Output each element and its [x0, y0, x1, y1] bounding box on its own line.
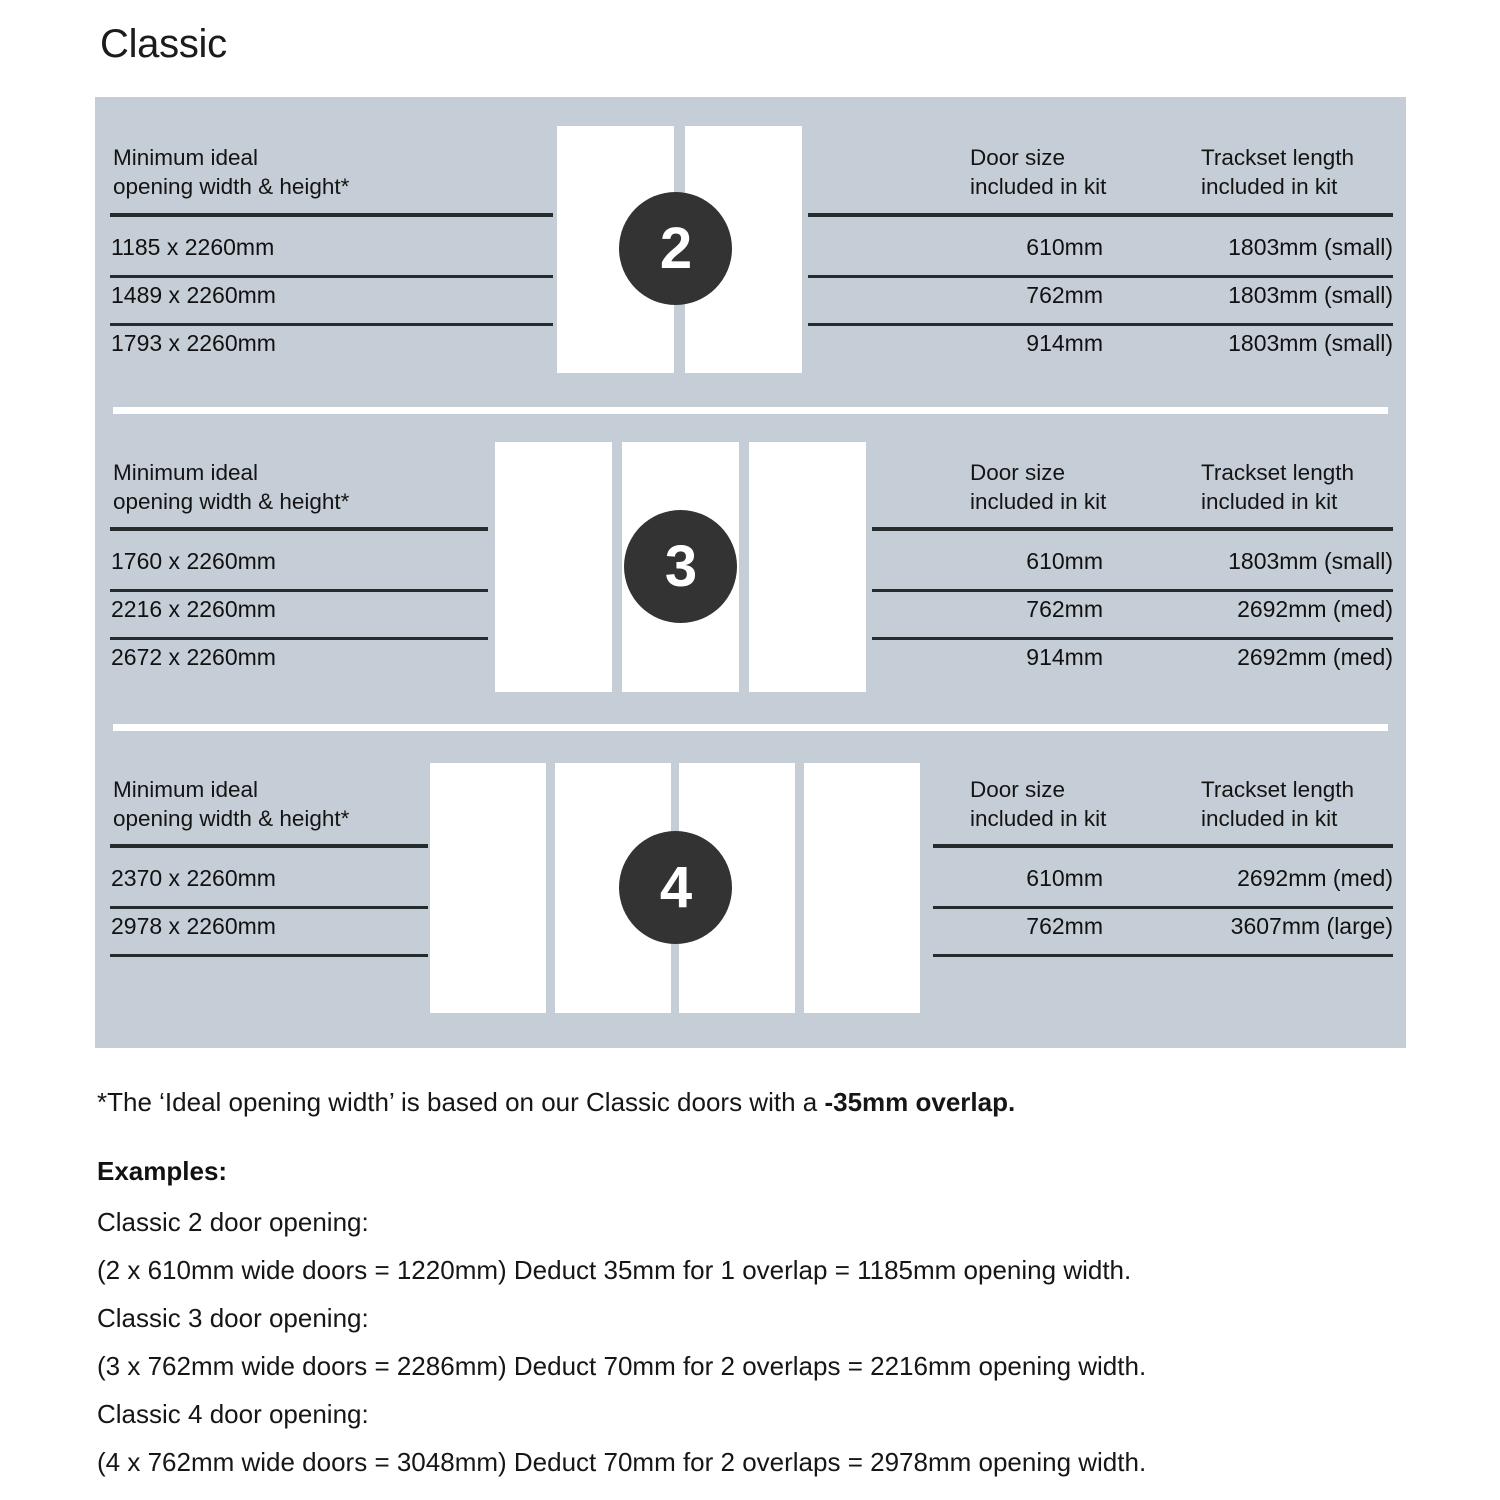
column-header-door-size: Door size included in kit — [970, 145, 1107, 199]
cell-opening: 2370 x 2260mm — [111, 865, 276, 891]
panel-4-door-right-table: Door size included in kit Trackset lengt… — [95, 731, 1406, 1048]
cell-trackset: 1803mm (small) — [1228, 330, 1393, 356]
cell-door-size: 762mm — [1026, 596, 1103, 622]
cell-trackset: 1803mm (small) — [1228, 282, 1393, 308]
column-header-opening: Minimum ideal opening width & height* — [113, 777, 350, 831]
cell-opening: 1793 x 2260mm — [111, 330, 276, 356]
example-line: Classic 3 door opening: — [97, 1303, 369, 1333]
example-line: Classic 2 door opening: — [97, 1207, 369, 1237]
panel-3-door-right-table: Door size included in kit Trackset lengt… — [95, 414, 1406, 724]
table-rule — [872, 637, 1393, 640]
column-header-door-size: Door size included in kit — [970, 777, 1107, 831]
table-rule — [808, 275, 1393, 278]
cell-trackset: 2692mm (med) — [1237, 596, 1393, 622]
cell-opening: 1760 x 2260mm — [111, 548, 276, 574]
door-count-badge: 4 — [619, 831, 732, 944]
table-rule — [808, 213, 1393, 217]
door-diagram-2 — [557, 126, 802, 373]
column-header-trackset: Trackset length included in kit — [1201, 460, 1354, 514]
door-diagram-4 — [430, 763, 920, 1013]
door-panel — [804, 763, 920, 1013]
footnote-bold-text: -35mm overlap. — [824, 1087, 1016, 1117]
examples-heading: Examples: — [97, 1156, 228, 1186]
table-rule — [872, 527, 1393, 531]
cell-trackset: 3607mm (large) — [1230, 913, 1393, 939]
door-count-badge: 3 — [624, 510, 737, 623]
cell-door-size: 914mm — [1026, 644, 1103, 670]
table-rule — [808, 323, 1393, 326]
panel-4-door: Minimum ideal opening width & height* 23… — [95, 731, 1406, 1048]
table-rule — [110, 954, 428, 957]
door-panel — [495, 442, 612, 692]
cell-door-size: 610mm — [1026, 865, 1103, 891]
panel-divider — [113, 724, 1388, 731]
door-count-badge: 2 — [619, 192, 732, 305]
door-panel — [430, 763, 546, 1013]
table-rule — [110, 637, 488, 640]
table-rule — [110, 527, 488, 531]
table-rule — [933, 954, 1393, 957]
table-rule — [933, 844, 1393, 848]
table-rule — [110, 323, 553, 326]
column-header-opening: Minimum ideal opening width & height* — [113, 145, 350, 199]
cell-opening: 2978 x 2260mm — [111, 913, 276, 939]
table-rule — [110, 844, 428, 848]
panel-2-door: Minimum ideal opening width & height* 11… — [95, 97, 1406, 407]
panel-divider — [113, 407, 1388, 414]
table-rule — [872, 589, 1393, 592]
overlap-footnote: *The ‘Ideal opening width’ is based on o… — [97, 1085, 1015, 1119]
cell-trackset: 1803mm (small) — [1228, 234, 1393, 260]
cell-door-size: 610mm — [1026, 548, 1103, 574]
cell-door-size: 914mm — [1026, 330, 1103, 356]
panel-3-door: Minimum ideal opening width & height* 17… — [95, 414, 1406, 724]
column-header-opening: Minimum ideal opening width & height* — [113, 460, 350, 514]
example-line: (4 x 762mm wide doors = 3048mm) Deduct 7… — [97, 1447, 1147, 1477]
table-rule — [110, 275, 553, 278]
example-line: Classic 4 door opening: — [97, 1399, 369, 1429]
table-rule — [110, 589, 488, 592]
panel-2-door-right-table: Door size included in kit Trackset lengt… — [95, 97, 1406, 407]
column-header-trackset: Trackset length included in kit — [1201, 145, 1354, 199]
table-rule — [110, 213, 553, 217]
example-line: (2 x 610mm wide doors = 1220mm) Deduct 3… — [97, 1255, 1132, 1285]
door-panel — [749, 442, 866, 692]
cell-door-size: 762mm — [1026, 282, 1103, 308]
table-rule — [933, 906, 1393, 909]
cell-trackset: 2692mm (med) — [1237, 865, 1393, 891]
example-line: (3 x 762mm wide doors = 2286mm) Deduct 7… — [97, 1351, 1147, 1381]
page-title: Classic — [100, 22, 227, 66]
cell-trackset: 1803mm (small) — [1228, 548, 1393, 574]
cell-trackset: 2692mm (med) — [1237, 644, 1393, 670]
cell-opening: 1185 x 2260mm — [111, 234, 275, 260]
cell-door-size: 610mm — [1026, 234, 1103, 260]
sizing-table-block: Minimum ideal opening width & height* 11… — [95, 97, 1406, 1048]
cell-door-size: 762mm — [1026, 913, 1103, 939]
panel-2-door-left-table: Minimum ideal opening width & height* 11… — [95, 97, 1406, 407]
cell-opening: 2672 x 2260mm — [111, 644, 276, 670]
footnote-normal-text: *The ‘Ideal opening width’ is based on o… — [97, 1087, 825, 1117]
panel-4-door-left-table: Minimum ideal opening width & height* 23… — [95, 731, 1406, 1048]
panel-3-door-left-table: Minimum ideal opening width & height* 17… — [95, 414, 1406, 724]
table-rule — [110, 906, 428, 909]
cell-opening: 1489 x 2260mm — [111, 282, 276, 308]
cell-opening: 2216 x 2260mm — [111, 596, 276, 622]
column-header-door-size: Door size included in kit — [970, 460, 1107, 514]
column-header-trackset: Trackset length included in kit — [1201, 777, 1354, 831]
